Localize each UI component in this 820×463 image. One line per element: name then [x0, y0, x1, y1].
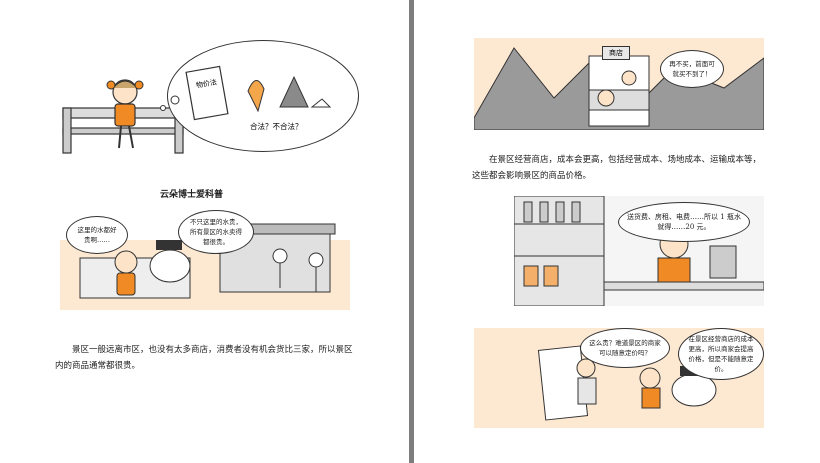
left-page: 物价法 合法？不合法？ 云朵博士爱科普 这里的水都好贵啊…… — [0, 0, 409, 463]
left-paragraph: 景区一般远离市区，也没有太多商店，消费者没有机会货比三家，所以景区内的商品通常都… — [55, 345, 353, 371]
girl-question-bubble: 这么贵？难道景区的商家可以随意定价吗？ — [580, 328, 670, 368]
legality-question: 合法？不合法？ — [250, 122, 303, 131]
scenic-shop-scene: 这里的水都好贵啊…… 不只这里的水贵，所有景区的水卖得都很贵。 — [60, 210, 350, 310]
price-board-scene: 这么贵？难道景区的商家可以随意定价吗？ 在景区经营商店的成本更高，所以商家会提高… — [474, 328, 764, 428]
doctor-speech-bubble: 不只这里的水贵，所有景区的水卖得都很贵。 — [178, 210, 254, 254]
thought-bubble: 物价法 合法？不合法？ — [167, 40, 359, 152]
thought-contents — [185, 65, 332, 121]
section-title: 云朵博士爱科普 — [160, 190, 224, 200]
store-counter-scene: 送货费、房租、电费……所以 1 瓶水就得……20 元。 — [514, 196, 764, 306]
bench-illustration — [62, 79, 184, 154]
clerk-speech-bubble: 送货费、房租、电费……所以 1 瓶水就得……20 元。 — [618, 202, 750, 242]
mountain-shop-scene: 商店 再不买，前面可就买不到了！ — [474, 38, 764, 130]
girl-speech-bubble: 这里的水都好贵啊…… — [66, 216, 128, 254]
right-paragraph: 在景区经营商店，成本会更高，包括经营成本、场地成本、运输成本等，这些都会影响景区… — [472, 155, 762, 181]
doctor-answer-bubble: 在景区经营商店的成本更高，所以商家会提高价格，但是不能随意定价。 — [678, 328, 764, 380]
thought-dots — [160, 95, 180, 111]
right-page: 商店 再不买，前面可就买不到了！ 在景区经营商店，成本会更高，包括经营成本、场地… — [414, 0, 820, 463]
shop-sign: 商店 — [602, 46, 630, 60]
page-gutter — [409, 0, 414, 463]
shop-speech-bubble: 再不买，前面可就买不到了！ — [660, 50, 724, 88]
bench-scene: 物价法 合法？不合法？ — [55, 30, 365, 160]
